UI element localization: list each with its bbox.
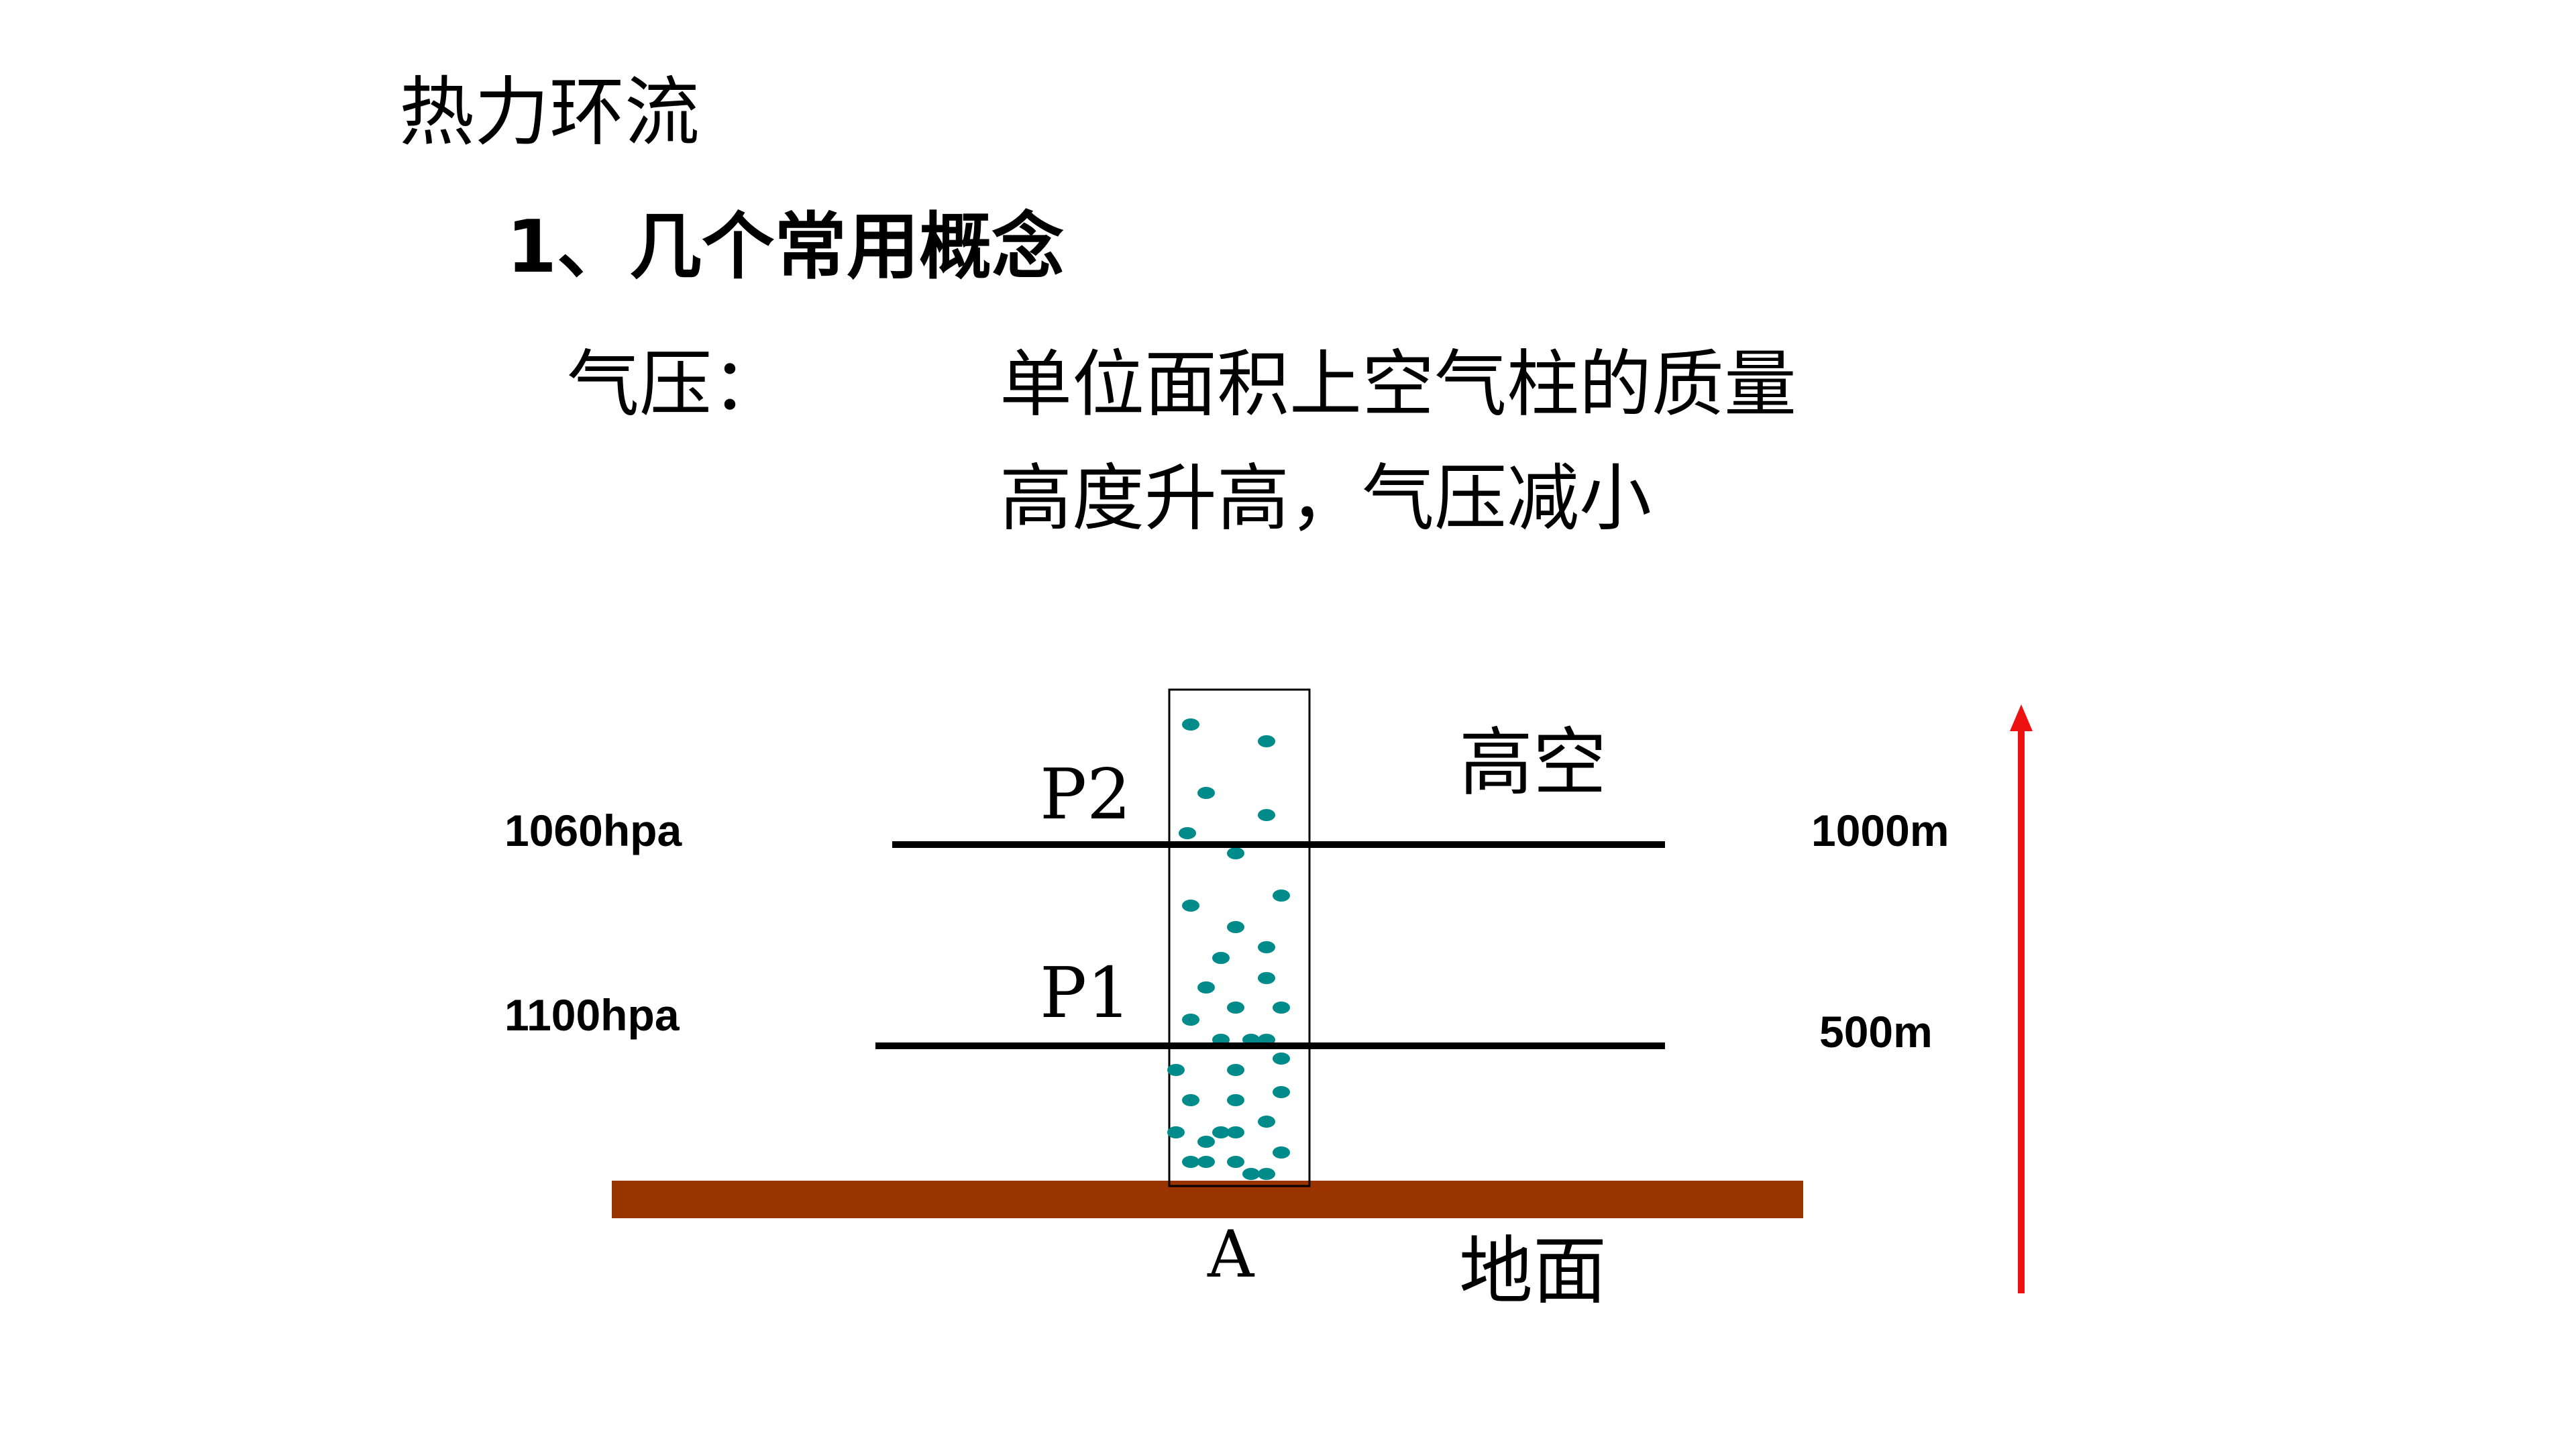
air-particle xyxy=(1179,827,1196,839)
air-particle xyxy=(1212,1126,1230,1138)
air-particle xyxy=(1227,1156,1244,1168)
air-particle xyxy=(1273,1086,1290,1098)
air-particle xyxy=(1258,1116,1275,1128)
air-column xyxy=(1168,688,1311,1187)
slide-title: 热力环流 xyxy=(399,69,700,156)
ground-label: 地面 xyxy=(1459,1228,1607,1314)
air-particle xyxy=(1258,941,1275,953)
upper-air-label: 高空 xyxy=(1459,720,1607,806)
air-particle xyxy=(1227,1002,1244,1014)
concept-definition: 单位面积上空气柱的质量 xyxy=(1000,343,1797,427)
air-particle xyxy=(1182,718,1199,731)
air-particle xyxy=(1227,1064,1244,1076)
level-label-p1: P1 xyxy=(1040,952,1132,1034)
air-particle xyxy=(1273,1053,1290,1065)
air-particle xyxy=(1273,1002,1290,1014)
air-particle xyxy=(1227,1094,1244,1106)
section-heading: 1、几个常用概念 xyxy=(506,205,1065,289)
pressure-label-p1: 1100hpa xyxy=(504,990,680,1040)
air-particle xyxy=(1182,1014,1199,1026)
air-particle xyxy=(1197,1136,1215,1148)
air-particle xyxy=(1258,735,1275,747)
air-particle xyxy=(1227,921,1244,933)
air-particle xyxy=(1167,1126,1185,1138)
air-particle xyxy=(1197,787,1215,799)
air-particle xyxy=(1182,1156,1199,1168)
air-particle xyxy=(1167,1064,1185,1076)
air-particle xyxy=(1182,900,1199,912)
air-particle xyxy=(1258,972,1275,984)
air-particle xyxy=(1182,1094,1199,1106)
air-particle xyxy=(1273,890,1290,902)
air-particles xyxy=(1167,718,1290,1180)
level-label-p2: P2 xyxy=(1040,753,1132,835)
air-particle xyxy=(1227,847,1244,859)
concept-term: 气压： xyxy=(567,343,785,427)
air-particle xyxy=(1227,1126,1244,1138)
air-particle xyxy=(1197,981,1215,994)
height-label-p2: 1000m xyxy=(1811,806,1949,855)
height-arrow-icon xyxy=(2010,704,2033,731)
air-particle xyxy=(1197,1156,1215,1168)
point-a-label: A xyxy=(1208,1217,1254,1292)
air-particle xyxy=(1258,1168,1275,1180)
air-particle xyxy=(1242,1168,1260,1180)
air-particle xyxy=(1212,952,1230,964)
height-label-p1: 500m xyxy=(1819,1007,1933,1057)
concept-property: 高度升高，气压减小 xyxy=(1000,457,1652,541)
air-particle xyxy=(1258,809,1275,821)
pressure-label-p2: 1060hpa xyxy=(504,806,682,855)
air-particle xyxy=(1273,1146,1290,1159)
